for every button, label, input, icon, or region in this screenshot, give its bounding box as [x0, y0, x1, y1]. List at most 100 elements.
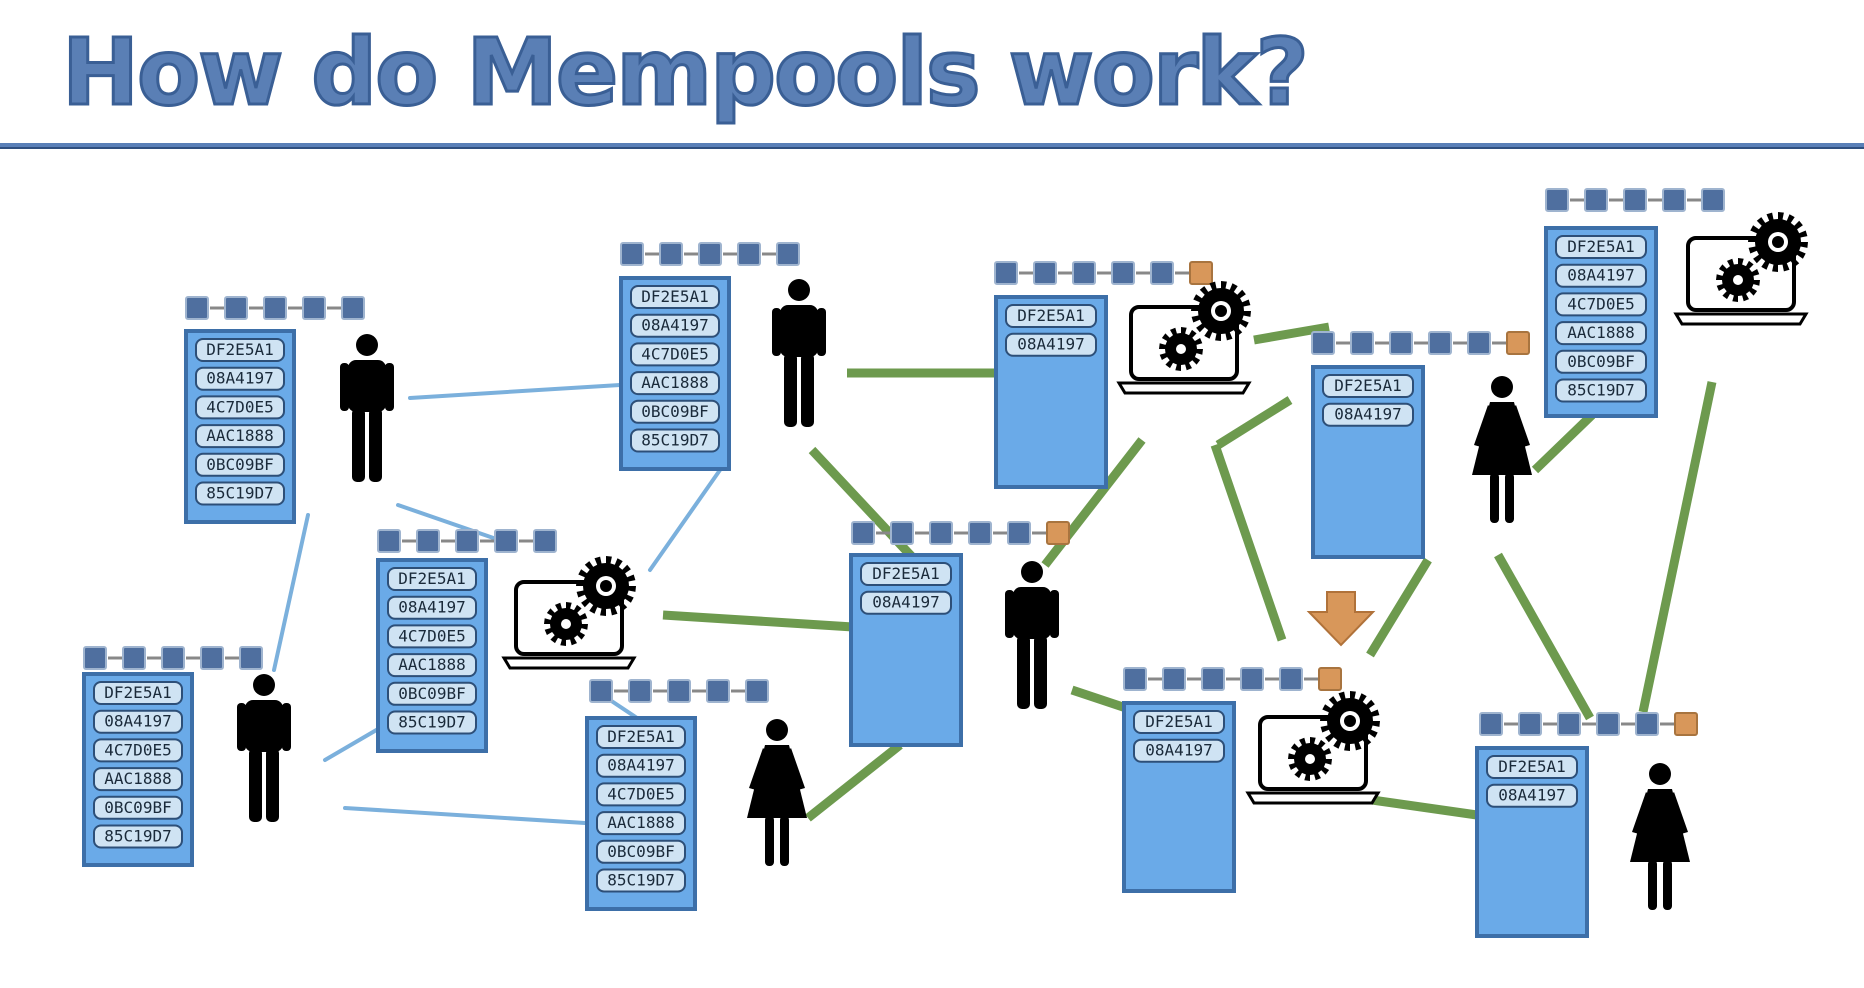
- chain-block: [1279, 667, 1303, 691]
- transaction: AAC1888: [1555, 321, 1647, 346]
- transaction-box: [387, 710, 477, 735]
- transaction: 08A4197: [596, 753, 686, 778]
- transaction-id: AAC1888: [104, 769, 171, 788]
- transaction-box: [93, 795, 183, 820]
- laptop-base: [1245, 791, 1381, 805]
- network-node: DF2E5A1 08A4197: [1122, 667, 1381, 893]
- man-icon: [237, 674, 291, 822]
- transaction-id: 4C7D0E5: [1567, 294, 1634, 313]
- peer-link: [1371, 795, 1478, 820]
- blockchain: [851, 521, 1070, 545]
- blockchain: [1479, 712, 1698, 736]
- chain-block: [1623, 188, 1647, 212]
- blockchain: [185, 296, 365, 320]
- transaction: 08A4197: [1133, 738, 1225, 763]
- chain-block: [1389, 331, 1413, 355]
- transaction-box: [630, 371, 720, 396]
- transaction-id: 0BC09BF: [206, 455, 273, 474]
- blockchain: [83, 646, 263, 670]
- peer-link: [1494, 552, 1594, 721]
- transaction-box: [596, 753, 686, 778]
- transaction-box: [195, 424, 285, 449]
- transaction: 85C19D7: [1555, 378, 1647, 403]
- transaction-id: 08A4197: [1334, 405, 1401, 424]
- transaction-box: [195, 366, 285, 391]
- peer-link: [272, 513, 310, 672]
- page-title: How do Mempools work?: [61, 18, 1311, 128]
- peer-link: [1210, 443, 1287, 642]
- transaction-box: [387, 624, 477, 649]
- laptop-base: [1116, 381, 1252, 395]
- chain-block: [1467, 331, 1491, 355]
- network-node: DF2E5A108A41974C7D0E5AAC18880BC09BF85C19…: [1544, 188, 1809, 418]
- chain-block: [1033, 261, 1057, 285]
- chain-block: [1701, 188, 1725, 212]
- transaction: 0BC09BF: [387, 681, 477, 706]
- chain-block: [1479, 712, 1503, 736]
- network-node: DF2E5A108A41974C7D0E5AAC18880BC09BF85C19…: [376, 529, 637, 753]
- transaction-box: [1555, 292, 1647, 317]
- chain-block: [1150, 261, 1174, 285]
- chain-block: [533, 529, 557, 553]
- transaction-box: [596, 782, 686, 807]
- mempool: DF2E5A108A41974C7D0E5AAC18880BC09BF85C19…: [585, 716, 697, 911]
- laptop-icon: [1673, 212, 1809, 326]
- mempool: DF2E5A1 08A4197: [1122, 701, 1236, 893]
- peer-link: [1638, 381, 1717, 713]
- chain-block: [1111, 261, 1135, 285]
- transaction-box: [195, 481, 285, 506]
- transaction-box: [596, 868, 686, 893]
- transaction-id: 0BC09BF: [607, 842, 674, 861]
- transaction: 08A4197: [1555, 263, 1647, 288]
- network-node: DF2E5A108A41974C7D0E5AAC18880BC09BF85C19…: [619, 242, 826, 471]
- transaction: DF2E5A1: [630, 285, 720, 309]
- chain-block: [494, 529, 518, 553]
- chain-block: [1635, 712, 1659, 736]
- transaction-id: 85C19D7: [206, 484, 273, 503]
- transaction: DF2E5A1: [1555, 235, 1647, 259]
- transaction: DF2E5A1: [1133, 710, 1225, 734]
- chain-block: [1240, 667, 1264, 691]
- transaction: DF2E5A1: [1005, 304, 1097, 328]
- transaction: 08A4197: [1005, 332, 1097, 357]
- transaction: DF2E5A1: [860, 562, 952, 586]
- new-block: [1189, 261, 1213, 285]
- mempool: DF2E5A1 08A4197: [994, 295, 1108, 489]
- laptop-base: [1673, 312, 1809, 326]
- chain-block: [185, 296, 209, 320]
- laptop-icon: [1116, 281, 1252, 395]
- transaction-box: [387, 681, 477, 706]
- transaction-id: 4C7D0E5: [641, 344, 708, 363]
- laptop-icon: [501, 556, 637, 670]
- transaction-box: [1555, 349, 1647, 374]
- network-node: DF2E5A108A41974C7D0E5AAC18880BC09BF85C19…: [184, 296, 394, 524]
- transaction-box: [596, 811, 686, 836]
- title-underline: [0, 143, 1864, 149]
- new-block: [1674, 712, 1698, 736]
- transaction-box: [1486, 755, 1578, 779]
- transaction-id: 85C19D7: [398, 713, 465, 732]
- chain-block: [416, 529, 440, 553]
- transaction-id: DF2E5A1: [1567, 237, 1634, 256]
- chain-block: [890, 521, 914, 545]
- woman-icon: [747, 719, 807, 866]
- blockchain: [1545, 188, 1725, 212]
- chain-block: [1545, 188, 1569, 212]
- peer-link: [1531, 411, 1596, 474]
- mempool-box: [849, 553, 963, 747]
- transaction: 0BC09BF: [93, 795, 183, 820]
- transaction: 08A4197: [93, 709, 183, 734]
- chain-block: [737, 242, 761, 266]
- transaction-id: 08A4197: [607, 756, 674, 775]
- chain-block: [341, 296, 365, 320]
- man-icon: [340, 334, 394, 482]
- network-node: DF2E5A108A41974C7D0E5AAC18880BC09BF85C19…: [82, 646, 291, 867]
- transaction-id: 08A4197: [398, 598, 465, 617]
- transaction-box: [1555, 235, 1647, 259]
- transaction: 0BC09BF: [630, 399, 720, 424]
- chain-block: [776, 242, 800, 266]
- chain-block: [851, 521, 875, 545]
- transaction-box: [195, 338, 285, 362]
